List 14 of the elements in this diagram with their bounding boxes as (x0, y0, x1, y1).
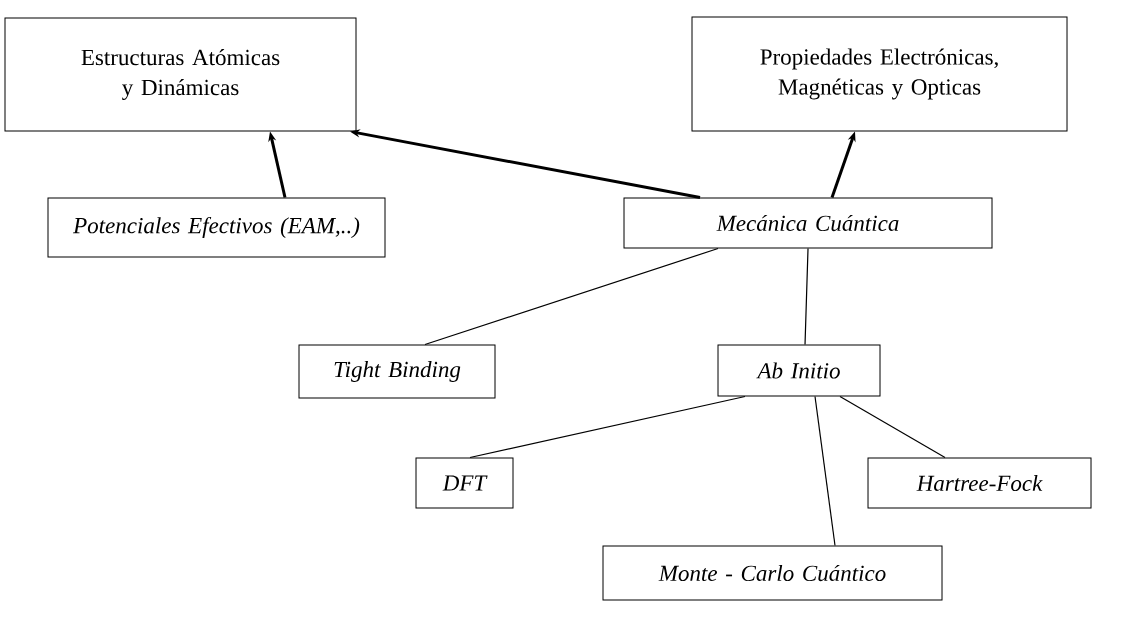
connector-line (804, 247, 809, 346)
concept-box: Tight Binding (298, 344, 496, 399)
connector-line (814, 395, 836, 547)
connector-line (424, 247, 719, 346)
concept-box: Hartree-Fock (867, 457, 1092, 509)
concept-box: Potenciales Efectivos (EAM,..) (47, 197, 386, 258)
concept-box: Mecánica Cuántica (623, 197, 993, 249)
concept-box: Estructuras Atómicas y Dinámicas (4, 17, 357, 132)
concept-box: Monte - Carlo Cuántico (602, 545, 943, 601)
connector-line (839, 395, 946, 459)
connector-line (469, 395, 746, 459)
concept-box: Ab Initio (717, 344, 881, 397)
concept-box: DFT (415, 457, 514, 509)
concept-box: Propiedades Electrónicas, Magnéticas y Opticas (691, 16, 1068, 132)
